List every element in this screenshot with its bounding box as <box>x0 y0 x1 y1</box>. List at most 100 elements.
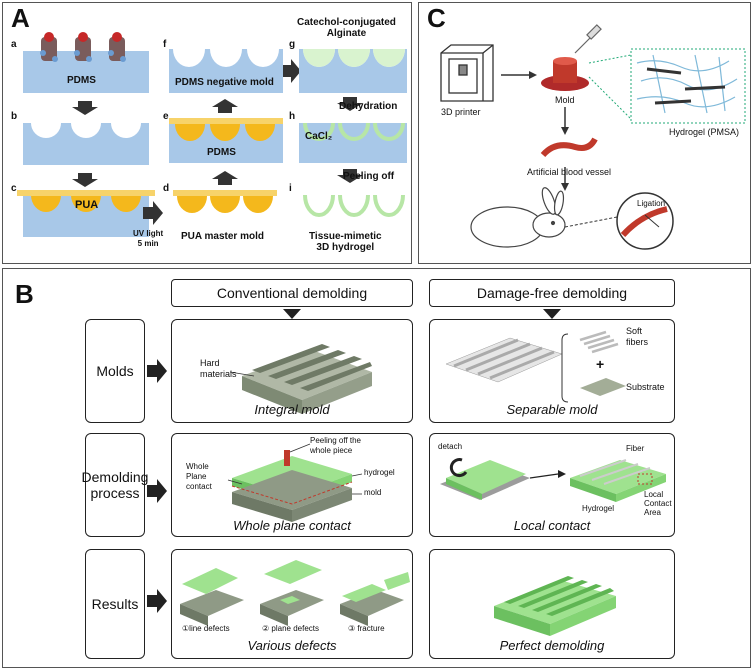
uv-line1: UV light <box>133 229 164 238</box>
plane-defects-label: ② plane defects <box>262 624 319 633</box>
whole-line3: contact <box>186 482 212 491</box>
printer-icon <box>440 44 494 102</box>
uv-arrow <box>143 201 163 225</box>
step-f-label: f <box>163 39 167 50</box>
local-line1: Local <box>644 490 664 499</box>
pua-label: PUA <box>75 199 99 211</box>
integral-mold-drawing <box>229 344 372 414</box>
whole-plane-label: Whole Plane contact <box>186 462 212 492</box>
syringe-icon <box>574 24 602 54</box>
separable-mold-caption: Separable mold <box>506 402 598 417</box>
step-b-pdms-wells <box>23 123 149 165</box>
various-defects-drawing <box>180 560 410 626</box>
step-i-label: i <box>289 183 292 194</box>
mold-icon <box>541 57 589 91</box>
whole-line2: Plane <box>186 472 207 481</box>
line-defects-label: ①line defects <box>182 624 230 633</box>
arrow-down-conventional <box>283 309 301 319</box>
arrow-down-damage-free <box>543 309 561 319</box>
arrow-g-h <box>337 97 363 111</box>
local-line2: Contact <box>644 499 672 508</box>
substrate-label: Substrate <box>626 382 665 392</box>
local-line3: Area <box>644 508 661 517</box>
soft-line2: fibers <box>626 337 649 347</box>
arrow-f-g <box>283 59 301 83</box>
local-contact-area-label: Local Contact Area <box>644 490 672 517</box>
catechol-line1: Catechol-conjugated <box>297 17 396 28</box>
box-integral-mold: Hard materials Integral mold <box>171 319 413 423</box>
pua-master-mold-label: PUA master mold <box>181 231 264 242</box>
box-separable-mold: Soft fibers + Substrate Separable mold <box>429 319 675 423</box>
pdms-top-label: PDMS <box>67 75 96 86</box>
panel-c-drawing <box>440 24 746 250</box>
hard-line1: Hard <box>200 358 220 368</box>
integral-mold-caption: Integral mold <box>254 402 330 417</box>
step-f-negative-mold <box>169 49 283 93</box>
separable-mold-drawing <box>445 330 626 403</box>
arrow-results <box>147 589 167 613</box>
ligation-label: Ligation <box>637 199 666 208</box>
arrow-e-f <box>212 99 238 113</box>
detach-label: detach <box>438 442 463 451</box>
panel-a-label: A <box>11 3 30 33</box>
mold-side-label: mold <box>364 488 382 497</box>
peeling-label: Peeling off <box>343 171 395 182</box>
plus-sign: + <box>596 356 605 372</box>
peel-line2: whole piece <box>310 446 353 455</box>
cacl2-label: CaCl₂ <box>305 131 333 142</box>
arrow-demolding <box>147 479 167 503</box>
panel-b-label: B <box>15 279 34 309</box>
pdms-negative-label: PDMS negative mold <box>175 77 274 88</box>
tissue-line2: 3D hydrogel <box>316 242 375 253</box>
blood-vessel <box>540 137 598 158</box>
step-d-pua-layer <box>173 190 277 196</box>
step-e-label: e <box>163 111 169 122</box>
row-demolding-line1: Demolding <box>81 469 149 485</box>
panel-a: A a b c d e f g h i <box>2 2 412 264</box>
step-d-pua-domes <box>177 196 273 213</box>
perfect-demolding-drawing <box>494 576 616 636</box>
panel-a-drawing <box>17 32 407 237</box>
whole-line1: Whole <box>186 462 209 471</box>
box-local-contact: detach Fiber Hydrogel Local Contact Area… <box>429 433 675 537</box>
rabbit-icon <box>470 187 566 248</box>
panel-c-label: C <box>427 3 446 33</box>
catechol-line2: Alginate <box>326 28 367 39</box>
tissue-label: Tissue-mimetic 3D hydrogel <box>309 231 382 253</box>
dehydration-label: Dehydration <box>339 101 398 112</box>
row-demolding-label: Demolding process <box>82 433 148 537</box>
hydrogel-chains <box>646 67 726 105</box>
fracture-label: ③ fracture <box>348 624 385 633</box>
local-contact-drawing <box>440 458 666 502</box>
uv-line2: 5 min <box>137 239 159 248</box>
arrow-h-i <box>337 169 363 183</box>
various-defects-caption: Various defects <box>247 638 337 653</box>
arrow-d-e <box>212 171 238 185</box>
hydrogel-side-label: hydrogel <box>364 468 395 477</box>
step-b-label: b <box>11 111 18 122</box>
mold-label: Mold <box>555 95 575 105</box>
box-whole-plane: Peeling off the whole piece Whole Plane … <box>171 433 413 537</box>
panel-b-arrows <box>147 309 561 613</box>
hydrogel-label: Hydrogel (PMSA) <box>669 127 740 137</box>
soft-fibers-label: Soft fibers <box>626 326 648 348</box>
whole-plane-caption: Whole plane contact <box>233 518 351 533</box>
peel-line1: Peeling off the <box>310 436 362 445</box>
perfect-demolding-caption: Perfect demolding <box>499 638 605 653</box>
hard-materials-label: Hard materials <box>200 358 237 380</box>
arrow-a-b <box>72 101 98 115</box>
step-c-pua-fill <box>31 195 141 212</box>
step-a-pdms-block <box>23 32 149 93</box>
fiber-label: Fiber <box>626 444 645 453</box>
defect-1 <box>180 568 244 626</box>
step-g-label: g <box>289 39 296 50</box>
row-results-label: Results <box>85 549 145 659</box>
ligation-zoom <box>616 192 674 250</box>
defect-3 <box>340 572 410 626</box>
arrow-b-c <box>72 173 98 187</box>
step-h-label: h <box>289 111 296 122</box>
box-perfect-demolding: Perfect demolding <box>429 549 675 659</box>
peel-whole-label: Peeling off the whole piece <box>310 436 361 456</box>
header-conventional: Conventional demolding <box>171 279 413 307</box>
panel-b: B Conventional demolding Damage-free dem… <box>2 268 751 668</box>
